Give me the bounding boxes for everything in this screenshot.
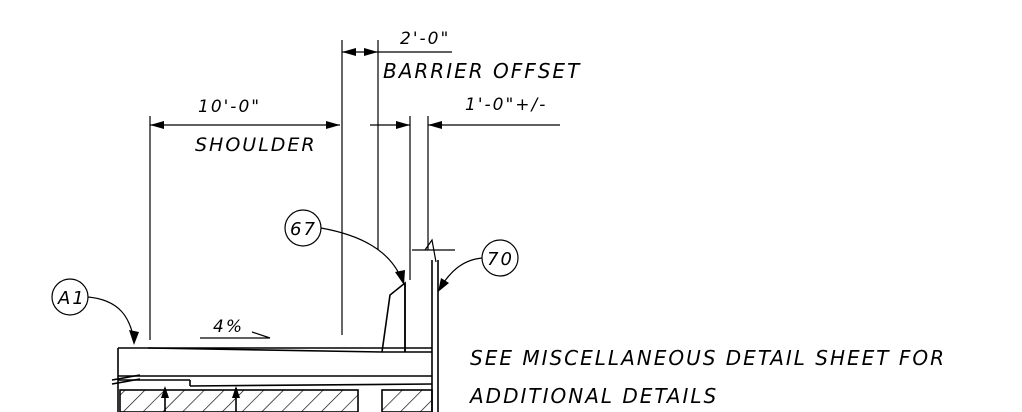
barrier-offset-label: BARRIER OFFSET bbox=[383, 59, 581, 83]
shoulder-value: 10'-0" bbox=[198, 97, 261, 117]
deck-slab bbox=[111, 347, 433, 412]
callout-70-label: 70 bbox=[487, 249, 514, 270]
callout-a1: A1 bbox=[51, 278, 139, 345]
slope-indicator: 4% bbox=[200, 317, 271, 339]
callout-67-label: 67 bbox=[290, 219, 317, 240]
shoulder-label: SHOULDER bbox=[195, 134, 317, 156]
note-line-2: ADDITIONAL DETAILS bbox=[468, 384, 718, 408]
general-note: SEE MISCELLANEOUS DETAIL SHEET FOR ADDIT… bbox=[468, 346, 946, 408]
gap-dimension: 1'-0"+/- bbox=[370, 95, 560, 129]
slope-label: 4% bbox=[213, 317, 244, 337]
barrier-offset-dimension: 2'-0" BARRIER OFFSET bbox=[342, 29, 581, 83]
barrier-offset-value: 2'-0" bbox=[400, 29, 450, 49]
hatched-structure bbox=[119, 386, 433, 412]
wall-element bbox=[412, 238, 455, 412]
callout-a1-label: A1 bbox=[57, 288, 86, 309]
gap-value: 1'-0"+/- bbox=[465, 95, 547, 115]
extension-lines bbox=[149, 40, 429, 340]
callout-67: 67 bbox=[284, 209, 405, 285]
shoulder-dimension: 10'-0" SHOULDER bbox=[150, 97, 340, 156]
callout-70: 70 bbox=[438, 239, 519, 292]
barrier-profile bbox=[381, 281, 406, 353]
note-line-1: SEE MISCELLANEOUS DETAIL SHEET FOR bbox=[470, 346, 946, 370]
